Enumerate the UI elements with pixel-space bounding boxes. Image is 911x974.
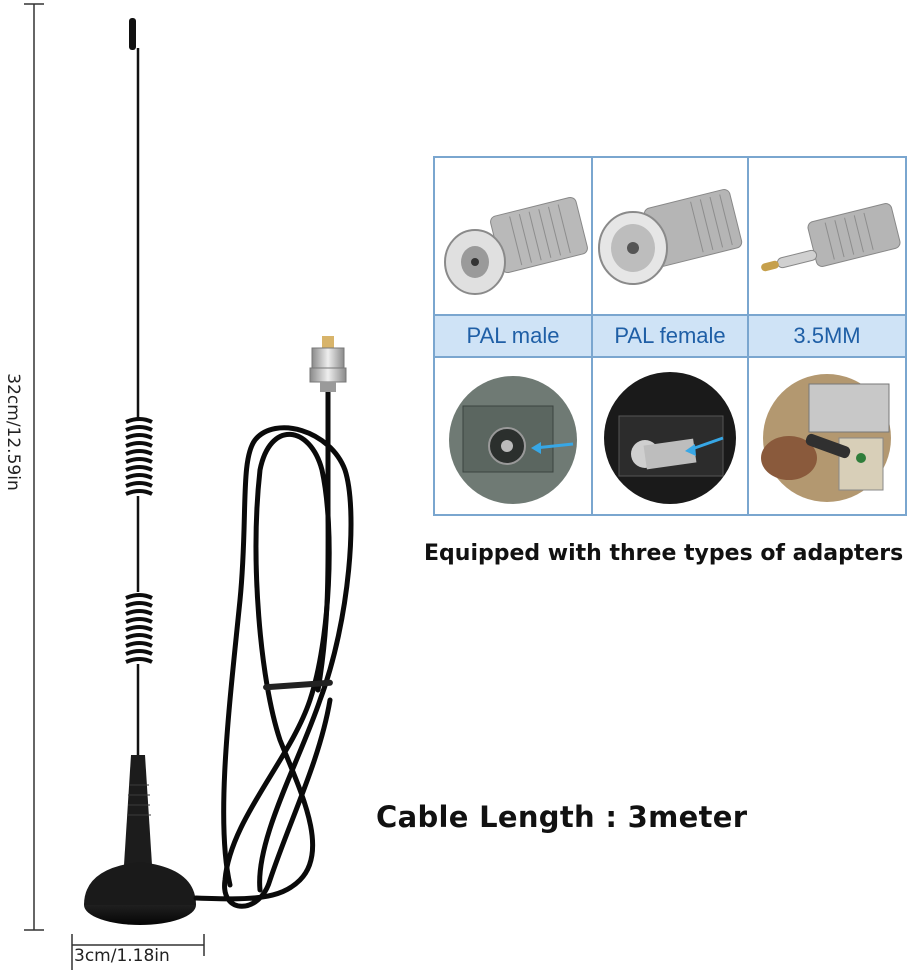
lower-coil [125, 593, 153, 664]
adapter-photo-3-5mm [749, 158, 905, 316]
adapter-label-pal-female: PAL female [593, 316, 749, 358]
width-label: 3cm/1.18in [74, 946, 170, 966]
usage-photo-pal-male [435, 358, 593, 514]
pal-male-adapter-icon [444, 196, 588, 295]
adapter-table: PAL male PAL female 3.5MM [433, 156, 907, 516]
adapter-label-pal-male: PAL male [435, 316, 593, 358]
pal-socket-usage-icon [449, 376, 577, 504]
height-dimension-line [24, 3, 44, 931]
usage-photo-3-5mm [749, 358, 905, 514]
pal-female-adapter-icon [598, 189, 743, 285]
adapter-photo-pal-male [435, 158, 593, 316]
coax-cable [193, 382, 354, 909]
upper-coil [125, 417, 153, 496]
cable-length-caption: Cable Length : 3meter [376, 800, 748, 834]
adapters-caption: Equipped with three types of adapters [424, 541, 904, 566]
jack-adapter-icon [761, 203, 901, 272]
usage-photo-pal-female [593, 358, 749, 514]
antenna-stem [124, 755, 152, 865]
cable-tie [263, 679, 333, 691]
antenna-illustration [84, 18, 354, 925]
f-connector [309, 336, 347, 392]
adapter-photo-pal-female [593, 158, 749, 316]
fm-antenna-usage-icon [604, 372, 736, 504]
jack-usage-icon [761, 374, 891, 502]
adapter-label-3-5mm: 3.5MM [749, 316, 905, 358]
antenna-tip [129, 18, 136, 50]
width-dimension-line [71, 934, 205, 970]
